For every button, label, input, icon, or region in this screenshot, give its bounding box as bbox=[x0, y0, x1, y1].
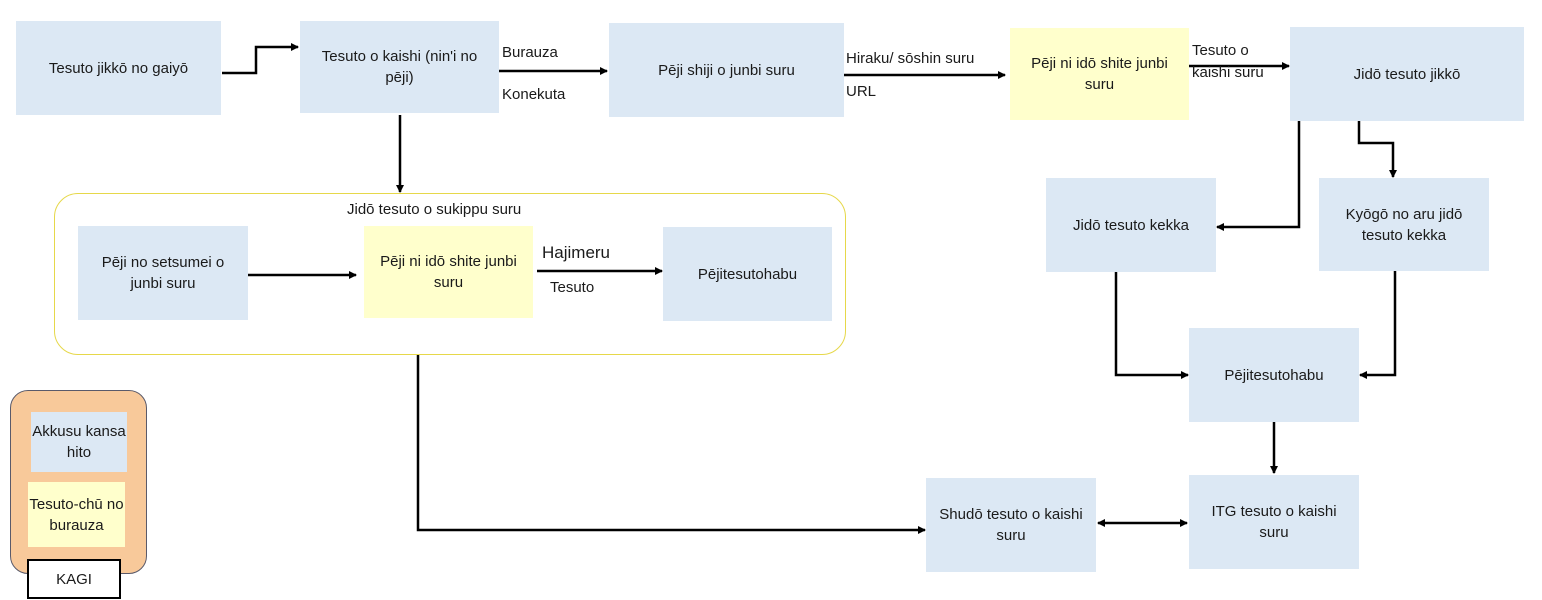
edge-result-to-hub bbox=[1114, 271, 1189, 379]
legend: Akkusu kansa hito Tesuto-chū no burauza bbox=[10, 390, 147, 574]
edge-auto-to-result bbox=[1216, 121, 1301, 231]
skip-auto-test-group bbox=[54, 193, 846, 355]
edge-label-open-send: Hiraku/ sōshin suru bbox=[846, 50, 975, 67]
node-prepare-page-description: Pēji no setsumei o junbi suru bbox=[78, 226, 248, 320]
edge-label-url: URL bbox=[846, 83, 877, 100]
legend-access-person: Akkusu kansa hito bbox=[31, 412, 127, 472]
node-page-test-hub: Pējitesutohabu bbox=[1189, 328, 1359, 422]
edge-coop-to-hub bbox=[1359, 271, 1397, 379]
node-prepare-page-display: Pēji shiji o junbi suru bbox=[609, 23, 844, 117]
node-itg-start: ITG tesuto o kaishi suru bbox=[1189, 475, 1359, 569]
node-conflicting-auto-result: Kyōgō no aru jidō tesuto kekka bbox=[1319, 178, 1489, 271]
node-manual-start: Shudō tesuto o kaishi suru bbox=[926, 478, 1096, 572]
edge-label-start-test-2: kaishi suru bbox=[1192, 64, 1264, 81]
edge-label-begin: Hajimeru bbox=[542, 243, 611, 262]
node-test-overview: Tesuto jikkō no gaiyō bbox=[16, 21, 221, 115]
node-auto-test-run: Jidō tesuto jikkō bbox=[1290, 27, 1524, 121]
legend-key: KAGI bbox=[27, 559, 121, 599]
edge-label-test: Tesuto bbox=[550, 279, 595, 296]
edge-label-browser: Burauza bbox=[502, 44, 558, 61]
node-navigate-prepare: Pēji ni idō shite junbi suru bbox=[1010, 28, 1189, 120]
legend-browser-testing: Tesuto-chū no burauza bbox=[28, 482, 125, 547]
edge-label-start-test-1: Tesuto o bbox=[1192, 42, 1249, 59]
node-page-test-hub-inner: Pējitesutohabu bbox=[663, 227, 832, 321]
edge-auto-to-coop bbox=[1357, 121, 1397, 178]
node-start-test-page: Tesuto o kaishi (nin'i no pēji) bbox=[300, 21, 499, 113]
edge-group-to-manual bbox=[416, 355, 926, 534]
skip-group-title: Jidō tesuto o sukippu suru bbox=[347, 201, 522, 218]
node-auto-test-result: Jidō tesuto kekka bbox=[1046, 178, 1216, 272]
node-navigate-prepare-inner: Pēji ni idō shite junbi suru bbox=[364, 226, 533, 318]
edge-overview-to-start bbox=[222, 43, 299, 75]
edge-label-connector: Konekuta bbox=[502, 86, 566, 103]
